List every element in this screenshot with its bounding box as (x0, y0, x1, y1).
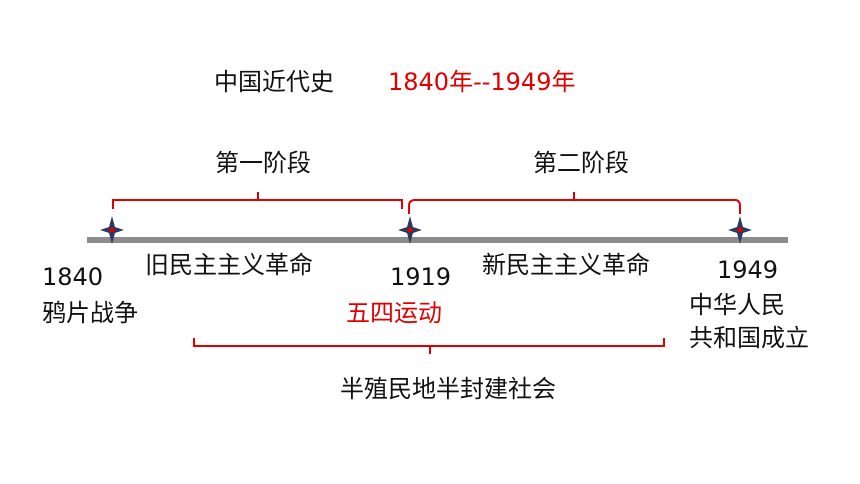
old-democratic-revolution-label: 旧民主主义革命 (145, 251, 313, 279)
event-prc-line1: 中华人民 (689, 291, 785, 319)
event-opium-war: 鸦片战争 (42, 299, 138, 327)
title: 中国近代史 (214, 68, 334, 96)
year-1840: 1840 (42, 263, 104, 291)
event-may-fourth: 五四运动 (346, 299, 442, 327)
marker-1840 (100, 216, 124, 244)
marker-1949 (728, 216, 752, 244)
year-1949: 1949 (717, 256, 779, 284)
bracket-semi-colonial (193, 338, 665, 354)
bracket-first-stage (112, 192, 403, 209)
new-democratic-revolution-label: 新民主主义革命 (482, 251, 650, 279)
semi-colonial-society-label: 半殖民地半封建社会 (340, 375, 556, 403)
period-range: 1840年--1949年 (388, 68, 576, 96)
bracket-second-stage (408, 192, 741, 214)
stage-second-label: 第二阶段 (533, 149, 629, 177)
marker-1919 (398, 216, 422, 244)
timeline-bar (87, 237, 788, 243)
stage-first-label: 第一阶段 (215, 149, 311, 177)
event-prc-line2: 共和国成立 (689, 324, 809, 352)
year-1919: 1919 (390, 263, 452, 291)
